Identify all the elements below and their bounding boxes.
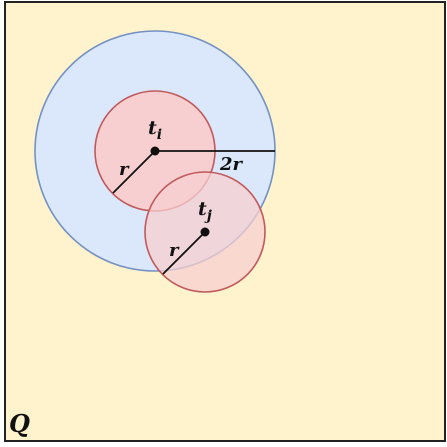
label-ti-base: t [148, 117, 157, 139]
label-ti-sub: i [157, 127, 162, 143]
label-tj: tj [198, 198, 212, 224]
label-ti: ti [148, 117, 162, 143]
center-point-tj [200, 227, 210, 237]
radius-line-tj [162, 231, 206, 275]
label-tj-base: t [198, 198, 207, 220]
center-point-ti [150, 146, 160, 156]
label-r-ti: r [119, 159, 130, 180]
label-r-tj: r [169, 240, 180, 261]
label-tj-sub: j [204, 208, 212, 224]
label-region-q: Q [9, 409, 30, 438]
radius-line-ti [112, 150, 156, 194]
label-2r: 2r [219, 154, 244, 175]
